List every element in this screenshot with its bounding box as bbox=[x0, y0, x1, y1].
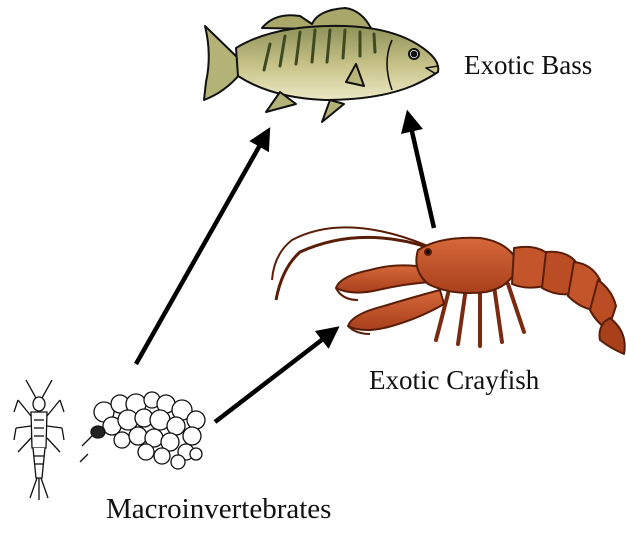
macroinvertebrates-label: Macroinvertebrates bbox=[106, 493, 331, 526]
caddisfly-case-icon bbox=[80, 392, 205, 469]
arrow-macro-to-crayfish bbox=[215, 329, 336, 422]
arrow-macro-to-bass bbox=[136, 131, 268, 364]
macroinvertebrates-icon bbox=[14, 380, 205, 500]
arrow-crayfish-to-bass bbox=[408, 114, 434, 228]
mayfly-nymph-icon bbox=[14, 380, 64, 500]
bass-fish-icon bbox=[204, 8, 438, 122]
exotic-crayfish-label: Exotic Crayfish bbox=[369, 365, 539, 396]
exotic-bass-label: Exotic Bass bbox=[464, 50, 592, 81]
